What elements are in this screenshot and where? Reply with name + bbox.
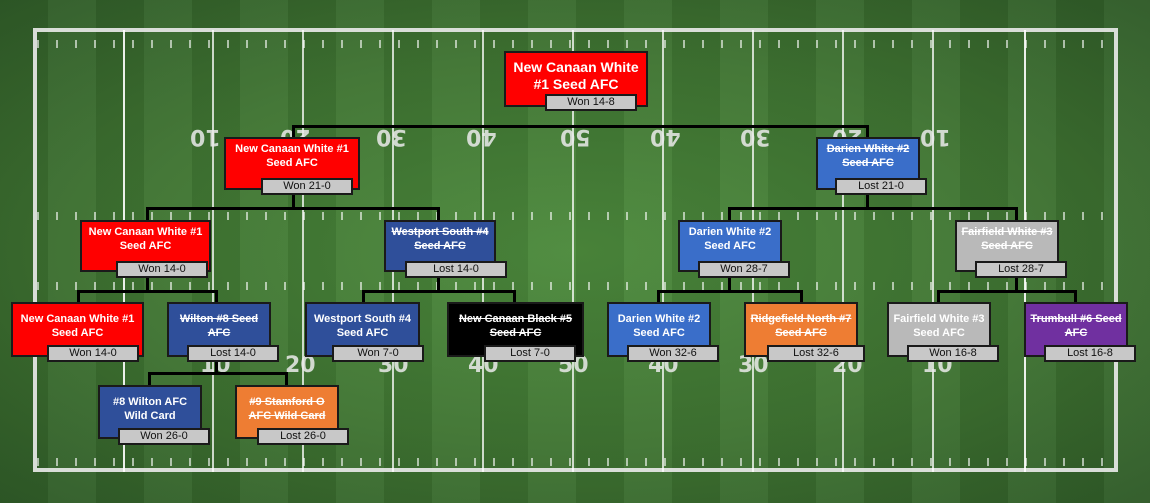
- hash-marks: [37, 458, 1114, 466]
- result-badge: Lost 14-0: [187, 345, 279, 362]
- yard-number-top: 10: [190, 124, 221, 149]
- team-name: New Canaan Black #5 Seed AFC: [458, 313, 573, 339]
- team-name: Darien White #2 Seed AFC: [826, 143, 910, 169]
- bracket-connector: [362, 290, 516, 293]
- bracket-connector: [215, 360, 218, 373]
- bracket-connector: [285, 372, 288, 386]
- result-badge: Lost 26-0: [257, 428, 349, 445]
- yard-number-bottom: 30: [738, 353, 769, 378]
- team-name: Ridgefield North #7 Seed AFC: [750, 313, 852, 339]
- bracket-connector: [728, 276, 731, 291]
- result-badge: Won 32-6: [627, 345, 719, 362]
- team-name: Trumbull #6 Seed AFC: [1030, 313, 1122, 339]
- team-name: Fairfield White #3 Seed AFC: [893, 313, 985, 339]
- team-name: Westport South #4 Seed AFC: [314, 313, 411, 339]
- result-badge: Won 16-8: [907, 345, 999, 362]
- hash-marks: [37, 282, 1114, 290]
- team-name: New Canaan White #1 Seed AFC: [513, 59, 639, 92]
- result-badge: Won 14-8: [545, 94, 637, 111]
- bracket-connector: [437, 276, 440, 291]
- bracket-connector: [657, 290, 803, 293]
- bracket-connector: [1015, 276, 1018, 291]
- result-badge: Lost 7-0: [484, 345, 576, 362]
- hash-marks: [37, 40, 1114, 48]
- yard-line: [212, 30, 214, 472]
- result-badge: Won 7-0: [332, 345, 424, 362]
- bracket-connector: [866, 125, 869, 137]
- bracket-connector: [866, 194, 869, 208]
- team-name: #8 Wilton AFC Wild Card: [112, 396, 188, 422]
- yard-number-top: 10: [920, 124, 951, 149]
- field-boundary: [33, 28, 1118, 472]
- bracket-connector: [292, 125, 295, 139]
- result-badge: Won 26-0: [118, 428, 210, 445]
- yard-line-fifty: [572, 30, 574, 472]
- bracket-connector: [728, 207, 1018, 210]
- result-badge: Won 28-7: [698, 261, 790, 278]
- bracket-connector: [657, 290, 660, 304]
- bracket-connector: [800, 290, 803, 304]
- bracket-connector: [146, 207, 149, 221]
- team-name: #9 Stamford O AFC Wild Card: [248, 396, 326, 422]
- team-name: Westport South #4 Seed AFC: [391, 226, 489, 252]
- result-badge: Lost 14-0: [405, 261, 507, 278]
- bracket-connector: [362, 290, 365, 304]
- bracket-connector: [1074, 290, 1077, 304]
- hash-marks: [37, 212, 1114, 220]
- bracket-connector: [148, 372, 151, 386]
- bracket-connector: [937, 290, 1077, 293]
- team-name: New Canaan White #1 Seed AFC: [88, 226, 203, 252]
- team-name: Darien White #2 Seed AFC: [617, 313, 701, 339]
- result-badge: Lost 28-7: [975, 261, 1067, 278]
- bracket-connector: [292, 125, 869, 128]
- bracket-connector: [148, 372, 288, 375]
- yard-line: [842, 30, 844, 472]
- team-name: Fairfield White #3 Seed AFC: [961, 226, 1053, 252]
- team-name: Wilton #8 Seed AFC: [179, 313, 259, 339]
- bracket-connector: [146, 276, 149, 291]
- bracket-connector: [437, 207, 440, 221]
- result-badge: Lost 21-0: [835, 178, 927, 195]
- bracket-connector: [292, 194, 295, 208]
- result-badge: Won 21-0: [261, 178, 353, 195]
- result-badge: Won 14-0: [116, 261, 208, 278]
- bracket-connector: [215, 290, 218, 304]
- bracket-connector: [728, 207, 731, 221]
- bracket-connector: [77, 290, 218, 293]
- result-badge: Lost 16-8: [1044, 345, 1136, 362]
- yard-line: [302, 30, 304, 472]
- bracket-connector: [1015, 207, 1018, 221]
- bracket-connector: [146, 207, 440, 210]
- yard-number-bottom: 20: [285, 353, 316, 378]
- team-name: New Canaan White #1 Seed AFC: [235, 143, 349, 169]
- team-name: Darien White #2 Seed AFC: [688, 226, 772, 252]
- team-name: New Canaan White #1 Seed AFC: [20, 313, 135, 339]
- bracket-connector: [937, 290, 940, 304]
- bracket-connector: [513, 290, 516, 304]
- yard-line: [932, 30, 934, 472]
- bracket-connector: [77, 290, 80, 304]
- yard-line: [662, 30, 664, 472]
- result-badge: Lost 32-6: [767, 345, 865, 362]
- result-badge: Won 14-0: [47, 345, 139, 362]
